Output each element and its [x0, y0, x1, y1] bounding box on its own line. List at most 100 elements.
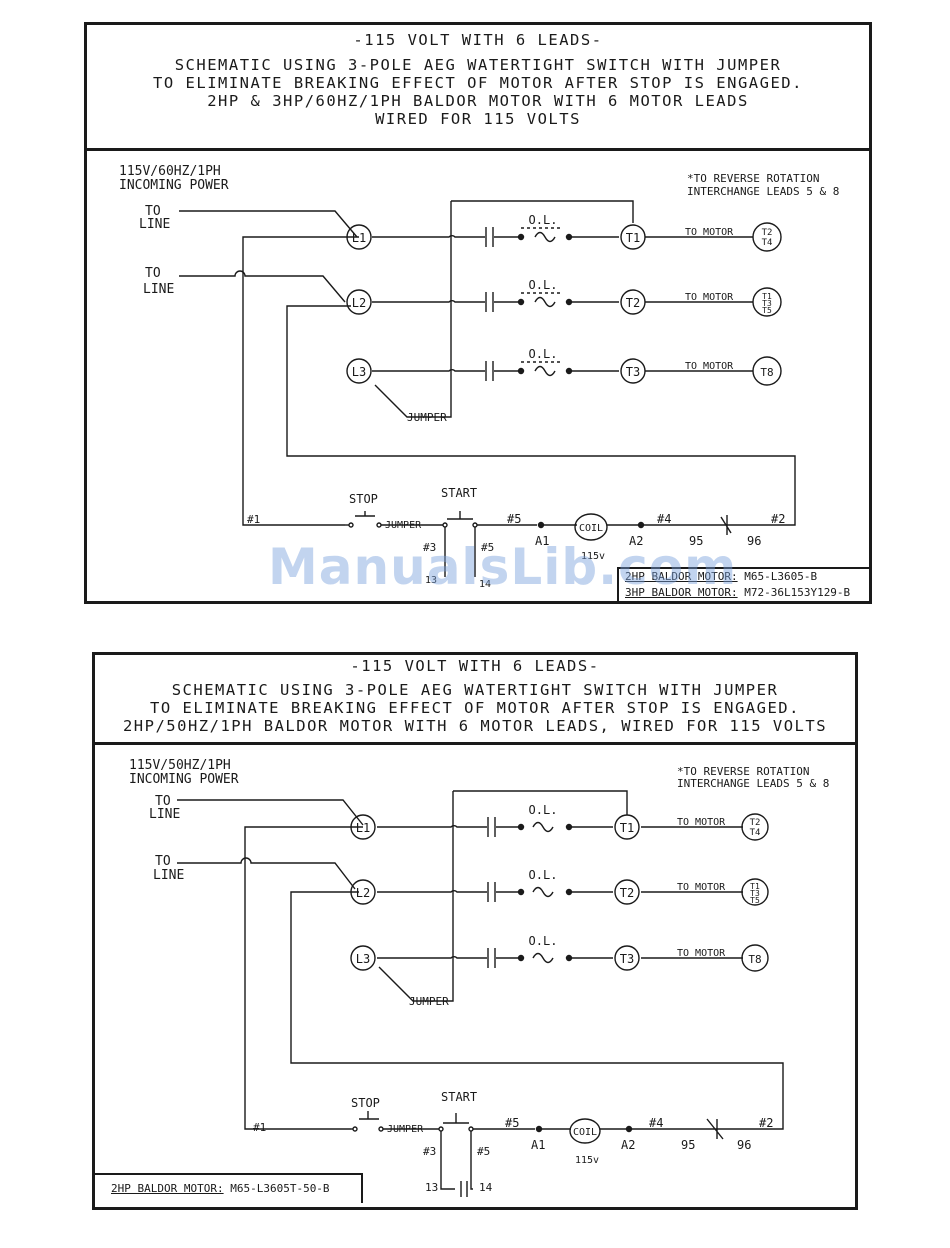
wire-label: #1 — [247, 513, 260, 526]
terminal-a2: A2 — [629, 534, 643, 548]
wire-label: #4 — [649, 1116, 663, 1130]
to-line-label: TO — [145, 204, 161, 219]
motor-lead: T8 — [748, 953, 761, 966]
to-motor-label: TO MOTOR — [685, 227, 734, 238]
overload-label: O.L. — [529, 934, 558, 948]
stop-label: STOP — [349, 492, 378, 506]
terminal-t2: T2 — [620, 886, 634, 900]
motor-lead: T5 — [750, 896, 760, 905]
terminal-t1: T1 — [626, 231, 640, 245]
to-line-label: TO — [155, 854, 171, 869]
to-motor-label: TO MOTOR — [685, 292, 734, 303]
terminal-t2: T2 — [626, 296, 640, 310]
title-line: TO ELIMINATE BREAKING EFFECT OF MOTOR AF… — [150, 699, 800, 717]
to-line-label: TO — [155, 794, 171, 809]
stop-label: STOP — [351, 1096, 380, 1110]
l2-return-wire — [286, 305, 796, 526]
start-label: START — [441, 1090, 477, 1104]
part-row: 2HP BALDOR MOTOR: M65-L3605T-50-B — [111, 1182, 330, 1195]
overload-label: O.L. — [529, 213, 558, 227]
part-row: 2HP BALDOR MOTOR: M65-L3605-B — [625, 570, 818, 583]
wire-label: #5 — [505, 1116, 519, 1130]
to-line-label: LINE — [149, 807, 180, 822]
l1-control-wire — [242, 236, 359, 526]
reverse-note: INTERCHANGE LEADS 5 & 8 — [687, 185, 839, 198]
terminal-l3: L3 — [356, 952, 370, 966]
coil-voltage: 115v — [581, 551, 605, 562]
terminal-95: 95 — [689, 534, 703, 548]
motor-lead: T3 — [750, 889, 760, 898]
reverse-note: INTERCHANGE LEADS 5 & 8 — [677, 777, 829, 790]
jumper-label: JUMPER — [407, 411, 447, 424]
motor-lead: T1 — [750, 882, 760, 891]
wiring-diagram: 115V/50HZ/1PH INCOMING POWER *TO REVERSE… — [129, 758, 829, 1197]
incoming-power-label: 115V/60HZ/1PH — [119, 164, 221, 179]
title-line: -115 VOLT WITH 6 LEADS- — [353, 31, 603, 49]
terminal-96: 96 — [747, 534, 761, 548]
terminal-a1: A1 — [535, 534, 549, 548]
wire-label: #1 — [253, 1121, 266, 1134]
terminal-a1: A1 — [531, 1138, 545, 1152]
terminal-14: 14 — [479, 579, 491, 590]
overload-label: O.L. — [529, 803, 558, 817]
wire-label: #5 — [477, 1145, 490, 1158]
terminal-l2: L2 — [352, 296, 366, 310]
terminal-95: 95 — [681, 1138, 695, 1152]
wire-label: #2 — [759, 1116, 773, 1130]
motor-lead: T2 — [762, 228, 773, 238]
wire-label: #2 — [771, 512, 785, 526]
terminal-13: 13 — [425, 1181, 438, 1194]
wire-label: #5 — [507, 512, 521, 526]
to-motor-label: TO MOTOR — [677, 882, 726, 893]
terminal-13: 13 — [425, 575, 437, 586]
title-line: -115 VOLT WITH 6 LEADS- — [350, 657, 600, 675]
motor-lead: T2 — [750, 818, 761, 828]
start-label: START — [441, 486, 477, 500]
title-line: WIRED FOR 115 VOLTS — [375, 110, 581, 128]
schematic-panel-60hz: -115 VOLT WITH 6 LEADS- SCHEMATIC USING … — [84, 22, 872, 604]
terminal-t3: T3 — [626, 365, 640, 379]
motor-lead: T4 — [750, 828, 761, 838]
terminal-l3: L3 — [352, 365, 366, 379]
jumper-label: JUMPER — [409, 995, 449, 1008]
motor-lead: T5 — [762, 306, 772, 315]
wire-label: #3 — [423, 541, 436, 554]
coil-voltage: 115v — [575, 1155, 599, 1166]
line-wire-2 — [179, 270, 346, 303]
terminal-a2: A2 — [621, 1138, 635, 1152]
part-row: 3HP BALDOR MOTOR: M72-36L153Y129-B — [625, 586, 851, 599]
jumper-label: JUMPER — [385, 520, 422, 531]
title-line: SCHEMATIC USING 3-POLE AEG WATERTIGHT SW… — [171, 681, 779, 699]
terminal-l1: L1 — [352, 231, 366, 245]
terminal-t3: T3 — [620, 952, 634, 966]
title-line: 2HP & 3HP/60HZ/1PH BALDOR MOTOR WITH 6 M… — [207, 92, 749, 110]
title-block: -115 VOLT WITH 6 LEADS- SCHEMATIC USING … — [95, 655, 855, 745]
motor-part-table: 2HP BALDOR MOTOR: M65-L3605T-50-B — [95, 1173, 363, 1203]
reverse-note: *TO REVERSE ROTATION — [687, 172, 819, 185]
terminal-l2: L2 — [356, 886, 370, 900]
wiring-diagram: 115V/60HZ/1PH INCOMING POWER *TO REVERSE… — [119, 164, 839, 590]
to-motor-label: TO MOTOR — [677, 817, 726, 828]
title-line: TO ELIMINATE BREAKING EFFECT OF MOTOR AF… — [153, 74, 803, 92]
coil-label: COIL — [579, 523, 603, 534]
to-line-label: TO — [145, 266, 161, 281]
motor-lead: T1 — [762, 292, 772, 301]
jumper-label: JUMPER — [387, 1124, 424, 1135]
jumper-wire — [374, 201, 452, 418]
schematic-panel-50hz: -115 VOLT WITH 6 LEADS- SCHEMATIC USING … — [92, 652, 858, 1210]
motor-part-table: 2HP BALDOR MOTOR: M65-L3605-B 3HP BALDOR… — [617, 567, 869, 601]
terminal-t1: T1 — [620, 821, 634, 835]
overload-label: O.L. — [529, 347, 558, 361]
motor-lead: T8 — [760, 366, 773, 379]
to-line-label: LINE — [139, 217, 170, 232]
watermark: ManualsLib.com — [268, 538, 738, 596]
wire-label: #5 — [481, 541, 494, 554]
incoming-power-label: INCOMING POWER — [119, 178, 229, 193]
terminal-96: 96 — [737, 1138, 751, 1152]
title-block: -115 VOLT WITH 6 LEADS- SCHEMATIC USING … — [87, 25, 869, 151]
wire-label: #4 — [657, 512, 671, 526]
overload-label: O.L. — [529, 868, 558, 882]
motor-lead: T4 — [762, 238, 773, 248]
line-wire-1 — [179, 210, 358, 238]
to-motor-label: TO MOTOR — [685, 361, 734, 372]
